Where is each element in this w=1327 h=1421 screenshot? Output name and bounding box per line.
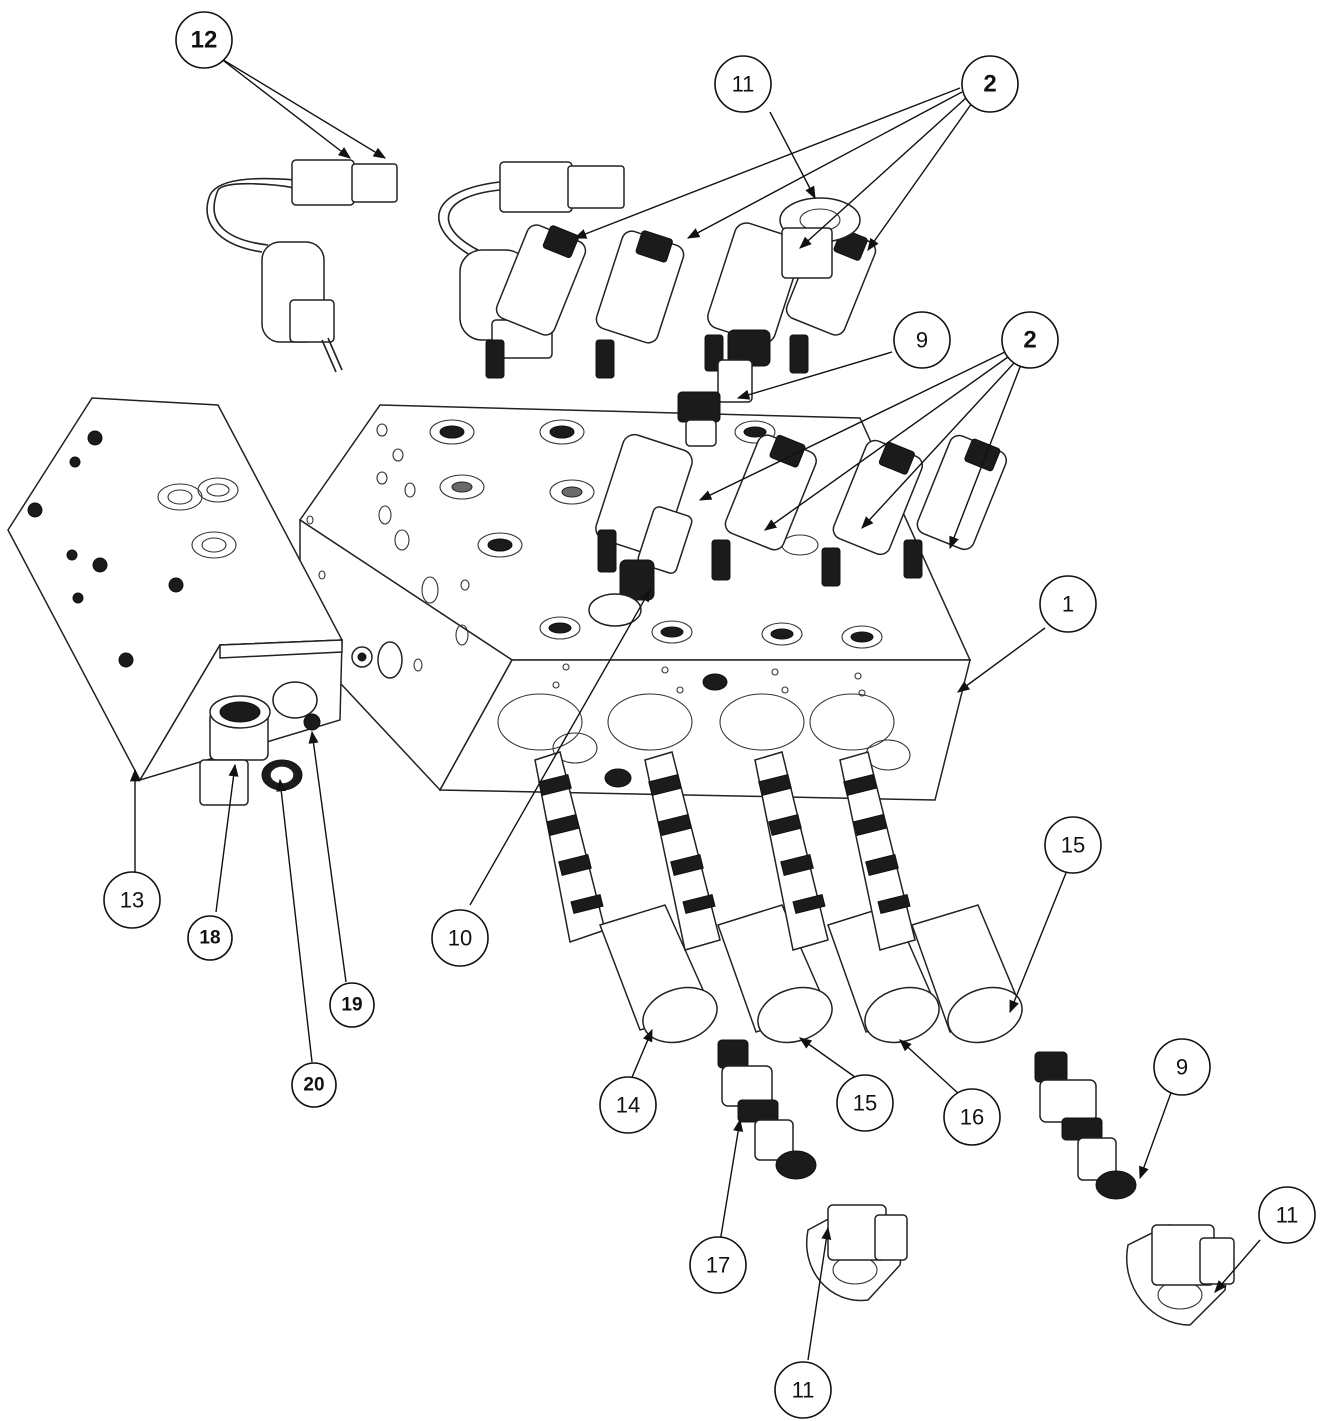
svg-text:14: 14 [616, 1093, 640, 1118]
top-face-ports [429, 419, 883, 649]
svg-text:16: 16 [960, 1105, 984, 1130]
coil-11-lower-right [1126, 1224, 1235, 1326]
callout-15-right: 15 [1044, 816, 1102, 874]
spool-cartridges [534, 751, 1024, 1044]
lower-solenoid-valves [588, 433, 1008, 627]
callout-17: 17 [689, 1236, 747, 1294]
callout-9-upper: 9 [893, 311, 951, 369]
svg-text:11: 11 [792, 1378, 815, 1403]
spool-cartridge-15-right [839, 751, 1024, 1044]
coil-18-assembly [199, 681, 321, 806]
svg-text:1: 1 [1062, 592, 1074, 617]
callout-11-lower-right: 11 [1258, 1186, 1316, 1244]
svg-text:15: 15 [1061, 833, 1085, 858]
svg-text:10: 10 [448, 926, 472, 951]
spool-cartridge-14 [534, 751, 718, 1044]
side-face-holes [306, 423, 470, 672]
svg-text:18: 18 [199, 928, 220, 949]
callout-11-bottom: 11 [774, 1361, 832, 1419]
svg-text:11: 11 [732, 72, 755, 97]
svg-text:9: 9 [1176, 1055, 1188, 1080]
svg-text:13: 13 [120, 888, 144, 913]
svg-text:2: 2 [1023, 327, 1036, 354]
callout-1: 1 [1039, 575, 1097, 633]
callout-2-upper: 2 [961, 55, 1019, 113]
cartridge-9-lower [1034, 1051, 1137, 1200]
callout-19: 19 [329, 982, 375, 1028]
callout-10: 10 [431, 909, 489, 967]
svg-text:2: 2 [983, 71, 996, 98]
callout-14: 14 [599, 1076, 657, 1134]
callout-15-left: 15 [836, 1074, 894, 1132]
callout-16: 16 [943, 1088, 1001, 1146]
callout-13: 13 [103, 871, 161, 929]
svg-text:11: 11 [1276, 1203, 1299, 1228]
sensor-cables [206, 159, 625, 373]
callout-20: 20 [291, 1062, 337, 1108]
leader-lines [129, 57, 1261, 1361]
coil-11-lower-left [806, 1204, 908, 1302]
front-face-ports [497, 663, 911, 788]
spool-cartridge-15-left [644, 751, 833, 1044]
svg-text:9: 9 [916, 328, 928, 353]
svg-text:20: 20 [303, 1075, 324, 1096]
svg-text:17: 17 [706, 1253, 730, 1278]
cartridge-17 [717, 1039, 817, 1180]
callout-2-lower: 2 [1001, 311, 1059, 369]
callout-12: 12 [175, 11, 233, 69]
spool-cartridge-16 [754, 751, 940, 1044]
svg-text:15: 15 [853, 1091, 877, 1116]
svg-text:19: 19 [341, 995, 362, 1016]
callout-9-lower: 9 [1153, 1038, 1211, 1096]
svg-text:12: 12 [191, 27, 218, 54]
upper-solenoid-valves [485, 197, 877, 447]
callout-18: 18 [187, 915, 233, 961]
callout-11-upper: 11 [714, 55, 772, 113]
